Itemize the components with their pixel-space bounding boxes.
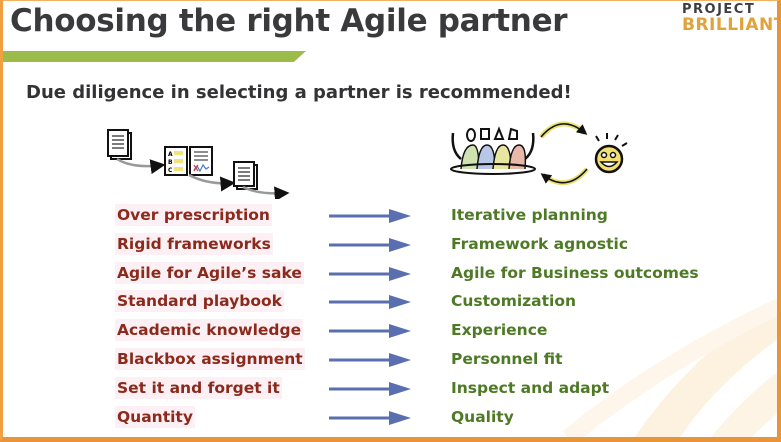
new-approach-label: Quality bbox=[451, 408, 514, 426]
comparison-row: Blackbox assignment Personnel fit bbox=[3, 348, 777, 377]
svg-text:B: B bbox=[168, 159, 173, 166]
comparison-row: Academic knowledge Experience bbox=[3, 319, 777, 348]
old-approach-label: Agile for Agile’s sake bbox=[115, 262, 304, 284]
svg-text:C: C bbox=[168, 167, 173, 174]
right-arrow-icon bbox=[329, 238, 411, 252]
right-arrow-icon bbox=[329, 324, 411, 338]
comparison-row: Over prescription Iterative planning bbox=[3, 204, 777, 233]
team-feedback-cycle-icon bbox=[450, 121, 628, 186]
new-approach-label: Experience bbox=[451, 321, 548, 339]
old-approach-label: Over prescription bbox=[115, 204, 272, 226]
comparison-row: Standard playbook Customization bbox=[3, 290, 777, 319]
comparison-row: Agile for Agile’s sake Agile for Busines… bbox=[3, 262, 777, 291]
old-approach-label: Quantity bbox=[115, 406, 195, 428]
old-approach-label: Blackbox assignment bbox=[115, 348, 305, 370]
title-accent-bar bbox=[3, 51, 306, 62]
comparison-row: Set it and forget it Inspect and adapt bbox=[3, 377, 777, 406]
right-arrow-icon bbox=[329, 382, 411, 396]
old-approach-label: Academic knowledge bbox=[115, 319, 304, 341]
new-approach-label: Inspect and adapt bbox=[451, 379, 610, 397]
logo-line-2: BRILLIANT bbox=[682, 15, 781, 35]
old-approach-label: Set it and forget it bbox=[115, 377, 282, 399]
logo-line-1: PROJECT bbox=[682, 2, 756, 17]
comparison-row: Rigid frameworks Framework agnostic bbox=[3, 233, 777, 262]
comparison-row: Quantity Quality bbox=[3, 406, 777, 435]
page-title: Choosing the right Agile partner bbox=[10, 3, 568, 39]
new-approach-label: Agile for Business outcomes bbox=[451, 264, 699, 282]
old-approach-label: Standard playbook bbox=[115, 290, 284, 312]
svg-text:A: A bbox=[168, 151, 173, 158]
right-arrow-icon bbox=[329, 411, 411, 425]
right-arrow-icon bbox=[329, 209, 411, 223]
old-approach-label: Rigid frameworks bbox=[115, 233, 273, 255]
new-approach-label: Framework agnostic bbox=[451, 235, 629, 253]
new-approach-label: Customization bbox=[451, 292, 577, 310]
right-arrow-icon bbox=[329, 267, 411, 281]
right-arrow-icon bbox=[329, 353, 411, 367]
new-approach-label: Personnel fit bbox=[451, 350, 563, 368]
document-flow-icon: A B C bbox=[107, 129, 290, 199]
subtitle: Due diligence in selecting a partner is … bbox=[26, 82, 572, 103]
new-approach-label: Iterative planning bbox=[451, 206, 608, 224]
right-arrow-icon bbox=[329, 295, 411, 309]
project-brilliant-logo: PROJECT BRILLIANT bbox=[682, 2, 781, 35]
